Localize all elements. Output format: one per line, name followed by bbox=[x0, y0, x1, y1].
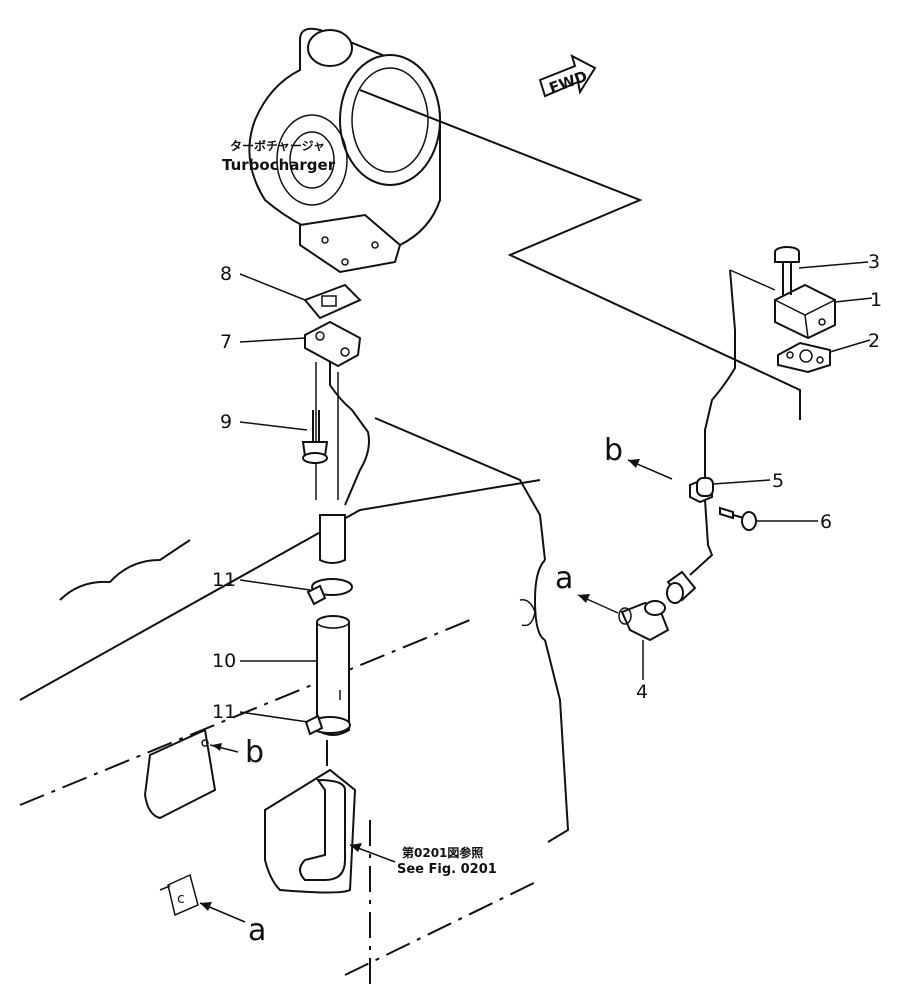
callout-1: 1 bbox=[870, 289, 882, 311]
clamp-11-lower bbox=[304, 714, 351, 736]
flange-7 bbox=[304, 320, 362, 368]
oil-drain-pipe bbox=[329, 362, 370, 506]
ref-c-label: c bbox=[177, 891, 185, 907]
clip-5 bbox=[689, 477, 714, 504]
turbocharger bbox=[248, 27, 441, 274]
callout-5: 5 bbox=[772, 470, 784, 492]
bolt-3 bbox=[774, 246, 800, 295]
bolt-9 bbox=[301, 410, 329, 464]
pipe-lower-end bbox=[319, 514, 346, 564]
fwd-label: FWD bbox=[547, 67, 590, 97]
gasket-2 bbox=[777, 341, 831, 374]
ref-b-lower: b bbox=[245, 735, 264, 770]
fig-ref-jp: 第0201図参照 bbox=[402, 845, 483, 860]
engine-block bbox=[19, 417, 570, 990]
turbocharger-label-jp: ターボチャージャ bbox=[230, 138, 325, 153]
bolt-6 bbox=[719, 506, 757, 531]
callout-4: 4 bbox=[636, 681, 648, 703]
fwd-arrow: FWD bbox=[538, 54, 597, 97]
callout-3: 3 bbox=[868, 251, 880, 273]
callout-2: 2 bbox=[868, 330, 880, 352]
leader-frame bbox=[729, 269, 776, 291]
callout-8: 8 bbox=[220, 263, 232, 285]
turbo-exhaust-line bbox=[359, 89, 801, 420]
fitting-upper bbox=[666, 570, 697, 604]
gasket-8 bbox=[303, 283, 362, 320]
callout-10: 10 bbox=[212, 650, 236, 672]
ref-c-box: c bbox=[159, 873, 199, 917]
ref-b-upper: b bbox=[604, 433, 623, 468]
fig-ref-en: See Fig. 0201 bbox=[397, 862, 497, 877]
hose-10 bbox=[316, 615, 350, 736]
clamp-11-upper bbox=[306, 578, 353, 606]
oil-pan-inlet bbox=[264, 768, 357, 894]
elbow-fitting-4 bbox=[618, 600, 670, 642]
cover-plate bbox=[143, 728, 239, 820]
callout-6: 6 bbox=[820, 511, 832, 533]
connector-block-1 bbox=[774, 283, 836, 340]
callout-7: 7 bbox=[220, 331, 232, 353]
turbocharger-label-en: Turbocharger bbox=[222, 156, 336, 174]
ref-a-upper: a bbox=[555, 561, 573, 596]
callout-11-lower: 11 bbox=[212, 701, 236, 723]
ref-a-lower: a bbox=[248, 913, 266, 948]
callout-9: 9 bbox=[220, 411, 232, 433]
callout-11-upper: 11 bbox=[212, 569, 236, 591]
